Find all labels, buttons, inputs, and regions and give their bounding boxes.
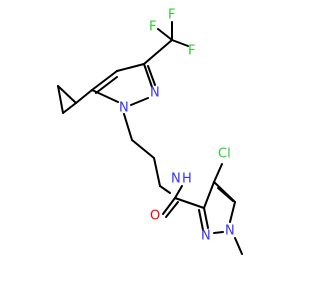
bond: [174, 185, 183, 199]
bonds: [57, 21, 243, 255]
bond: [116, 63, 145, 72]
bond: [159, 185, 171, 194]
bond: [153, 157, 161, 187]
bond: [131, 139, 155, 159]
bond: [165, 201, 179, 218]
bond: [234, 237, 243, 255]
bond: [62, 102, 77, 114]
atom-label-f: F: [168, 8, 175, 23]
bond: [203, 181, 215, 209]
bond: [143, 63, 153, 88]
atom-label-n: N: [119, 101, 129, 116]
bond: [91, 70, 118, 91]
atom-label-n: N: [225, 224, 235, 239]
bond: [143, 39, 173, 65]
bond: [123, 113, 133, 141]
atom-label-f: F: [149, 20, 156, 35]
bond: [147, 65, 156, 86]
bond: [203, 207, 209, 229]
bond: [57, 85, 64, 114]
bond: [217, 187, 234, 202]
bond: [174, 197, 205, 209]
bond: [157, 28, 173, 41]
bond: [162, 197, 176, 215]
atom-label-n: N: [201, 229, 211, 244]
structure-canvas: F F F N N N H O Cl N N: [57, 8, 243, 255]
bond: [75, 89, 93, 104]
molecule-diagram: F F F N N N H O Cl N N: [57, 8, 243, 255]
bond: [198, 209, 204, 231]
bond: [95, 76, 118, 94]
atom-labels: F F F N N N H O Cl N N: [119, 8, 235, 244]
bond: [213, 163, 223, 183]
atom-label-n: N: [150, 86, 160, 101]
bond: [57, 85, 77, 104]
atom-label-f: F: [188, 44, 195, 59]
bond: [229, 201, 236, 223]
atom-label-n: N: [171, 172, 181, 187]
atom-label-h: H: [182, 172, 192, 187]
bond: [130, 97, 149, 106]
atom-label-cl: Cl: [218, 147, 231, 162]
bond: [171, 39, 189, 47]
atom-label-o: O: [150, 209, 160, 224]
bond: [91, 89, 119, 103]
bond: [213, 231, 224, 234]
